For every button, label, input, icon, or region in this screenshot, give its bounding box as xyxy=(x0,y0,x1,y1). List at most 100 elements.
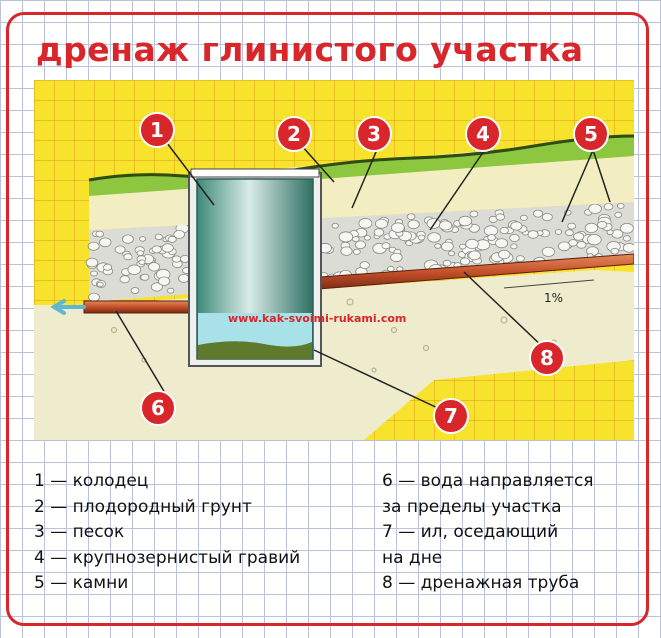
gravel-stone xyxy=(567,222,577,230)
gravel-stone xyxy=(119,275,130,284)
gravel-stone xyxy=(352,248,361,255)
leader-7 xyxy=(313,349,443,411)
gravel-stone xyxy=(541,246,556,257)
gravel-stone xyxy=(122,234,134,244)
gravel-stone xyxy=(427,232,441,243)
gravel-stone xyxy=(340,246,353,256)
gravel-stone xyxy=(95,230,104,238)
callout-2: 2 xyxy=(276,116,312,152)
svg-text:3: 3 xyxy=(367,122,381,146)
svg-text:8: 8 xyxy=(540,346,554,370)
leader-lines xyxy=(115,142,611,411)
gravel-stone xyxy=(178,273,190,283)
gravel-stone xyxy=(588,203,602,214)
gravel-stone xyxy=(90,270,98,277)
gravel-stone xyxy=(573,232,585,241)
well-cap xyxy=(190,168,320,178)
gravel-stone xyxy=(161,243,174,253)
gravel-stone xyxy=(442,259,452,267)
gravel-stone xyxy=(541,213,553,222)
gravel-stone xyxy=(622,235,631,242)
gravel-stone xyxy=(173,229,186,239)
diagram-frame xyxy=(6,12,649,626)
gravel-stone xyxy=(140,273,150,281)
gravel-stone xyxy=(622,242,634,253)
gravel-stone xyxy=(565,229,574,237)
gravel-stone xyxy=(527,230,539,239)
gravel-stone xyxy=(417,234,426,241)
legend-item-well: 1 — колодец xyxy=(34,471,149,491)
watermark: www.kak-svoimi-rukami.com xyxy=(228,312,406,325)
callout-8: 8 xyxy=(529,340,565,376)
callout-4: 4 xyxy=(465,116,501,152)
gravel-stone xyxy=(510,243,518,250)
gravel-stone xyxy=(532,209,544,218)
gravel-stone xyxy=(616,203,625,209)
gravel-stone xyxy=(458,215,473,227)
gravel-stone xyxy=(406,213,416,220)
gravel-stone xyxy=(620,223,634,234)
gravel-stone xyxy=(519,214,528,221)
legend-left: 1 — колодец 2 — плодородный грунт 3 — пе… xyxy=(34,469,300,597)
gravel-stone xyxy=(586,234,602,246)
svg-text:1: 1 xyxy=(150,118,164,142)
gravel-stone xyxy=(597,220,608,229)
gravel-stone xyxy=(499,226,509,234)
callout-6: 6 xyxy=(140,390,176,426)
leader-3 xyxy=(351,151,377,209)
leader-2 xyxy=(301,145,335,183)
legend-item-drain-pipe: 8 — дренажная труба xyxy=(382,573,580,593)
gravel-stone xyxy=(139,236,147,242)
gravel-stone xyxy=(363,235,371,241)
topsoil-edge xyxy=(88,134,634,182)
gravel-stone xyxy=(465,238,479,249)
page-title: дренаж глинистого участка xyxy=(36,30,584,69)
leader-8 xyxy=(463,271,545,349)
gravel-stone xyxy=(603,202,614,211)
svg-text:4: 4 xyxy=(476,122,490,146)
leader-5a xyxy=(561,149,594,223)
gravel-stone xyxy=(130,287,140,294)
gravel-stone xyxy=(407,219,420,230)
gravel-stone xyxy=(614,211,623,218)
gravel-stone xyxy=(166,287,175,294)
gravel-stone xyxy=(386,265,395,272)
gravel-stone xyxy=(459,257,471,266)
water-outflow-arrow xyxy=(50,299,86,315)
gravel-stone xyxy=(331,222,339,229)
callout-3: 3 xyxy=(356,116,392,152)
drainage-diagram: 1% www.kak-svoimi-rukami.com 1 2 3 4 5 6… xyxy=(34,80,634,440)
gravel-stone xyxy=(584,222,599,233)
gravel-stone xyxy=(610,247,620,255)
legend-item-silt: 7 — ил, оседающий xyxy=(382,522,559,542)
svg-text:7: 7 xyxy=(444,404,458,428)
gravel-stone xyxy=(447,250,455,257)
legend-item-sand: 3 — песок xyxy=(34,522,125,542)
clay-pebbles xyxy=(110,298,557,373)
gravel-stone xyxy=(434,243,442,249)
gravel-stone xyxy=(354,240,366,250)
gravel-stones xyxy=(85,202,634,302)
legend-item-gravel: 4 — крупнозернистый гравий xyxy=(34,547,301,568)
gravel-stone xyxy=(351,236,360,243)
leader-4 xyxy=(429,147,487,231)
gravel-stone xyxy=(167,235,177,243)
gravel-stone xyxy=(136,250,144,257)
callout-7: 7 xyxy=(433,398,469,434)
gravel-stone xyxy=(558,241,571,252)
gravel-stone xyxy=(468,250,481,261)
gravel-stone xyxy=(509,233,520,242)
callout-5: 5 xyxy=(573,116,609,152)
legend-item-stones: 5 — камни xyxy=(34,573,129,593)
gravel-stone xyxy=(87,241,100,251)
gravel-stone xyxy=(127,264,142,275)
gravel-stone xyxy=(576,241,587,249)
gravel-stone xyxy=(554,228,563,235)
gravel-stone xyxy=(515,255,525,263)
legend-item-water-outflow-cont: за пределы участка xyxy=(382,496,562,517)
gravel-stone xyxy=(390,252,403,263)
gravel-stone xyxy=(171,255,182,263)
slope-line xyxy=(503,279,595,289)
gravel-stone xyxy=(359,261,370,270)
gravel-stone xyxy=(438,220,453,231)
